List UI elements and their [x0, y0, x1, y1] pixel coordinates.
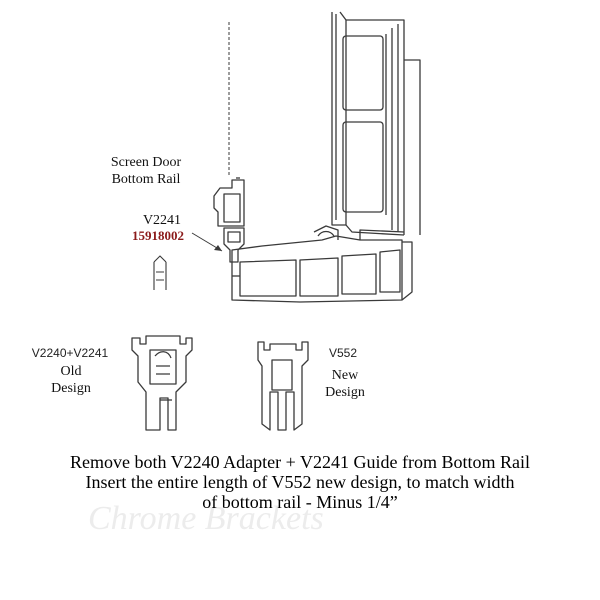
- v2241-small-profile: [153, 255, 167, 290]
- v2241-guide-installed: [223, 227, 245, 263]
- caption-line-3: of bottom rail - Minus 1/4”: [202, 492, 398, 512]
- old-design-line1: Old: [60, 364, 82, 379]
- screen-door-label: Screen Door Bottom Rail: [98, 154, 194, 188]
- part-number-label: 15918002: [132, 228, 184, 243]
- old-part-label: V2240+V2241: [31, 346, 109, 360]
- watermark-bottom: Chrome Brackets: [88, 500, 324, 537]
- arrow-head: [214, 245, 222, 251]
- v2241-label: V2241: [142, 213, 182, 228]
- instruction-caption: Remove both V2240 Adapter + V2241 Guide …: [0, 452, 600, 512]
- old-design-line2: Design: [51, 381, 91, 396]
- window-frame-vertical: [331, 11, 421, 236]
- caption-line-1: Remove both V2240 Adapter + V2241 Guide …: [70, 452, 530, 472]
- old-design-label: Old Design: [36, 363, 106, 397]
- new-part-label: V552: [328, 346, 358, 360]
- old-design-profile: [131, 335, 193, 431]
- caption-line-2: Insert the entire length of V552 new des…: [85, 472, 515, 492]
- window-sill: [231, 225, 413, 303]
- screen-door-bottom-rail: [213, 177, 245, 227]
- new-design-line1: New: [331, 368, 359, 383]
- new-design-line2: Design: [325, 385, 365, 400]
- new-design-profile: [257, 341, 309, 431]
- screen-door-label-line1: Screen Door: [110, 155, 182, 170]
- screen-door-label-line2: Bottom Rail: [111, 172, 181, 187]
- new-design-label: New Design: [310, 367, 380, 401]
